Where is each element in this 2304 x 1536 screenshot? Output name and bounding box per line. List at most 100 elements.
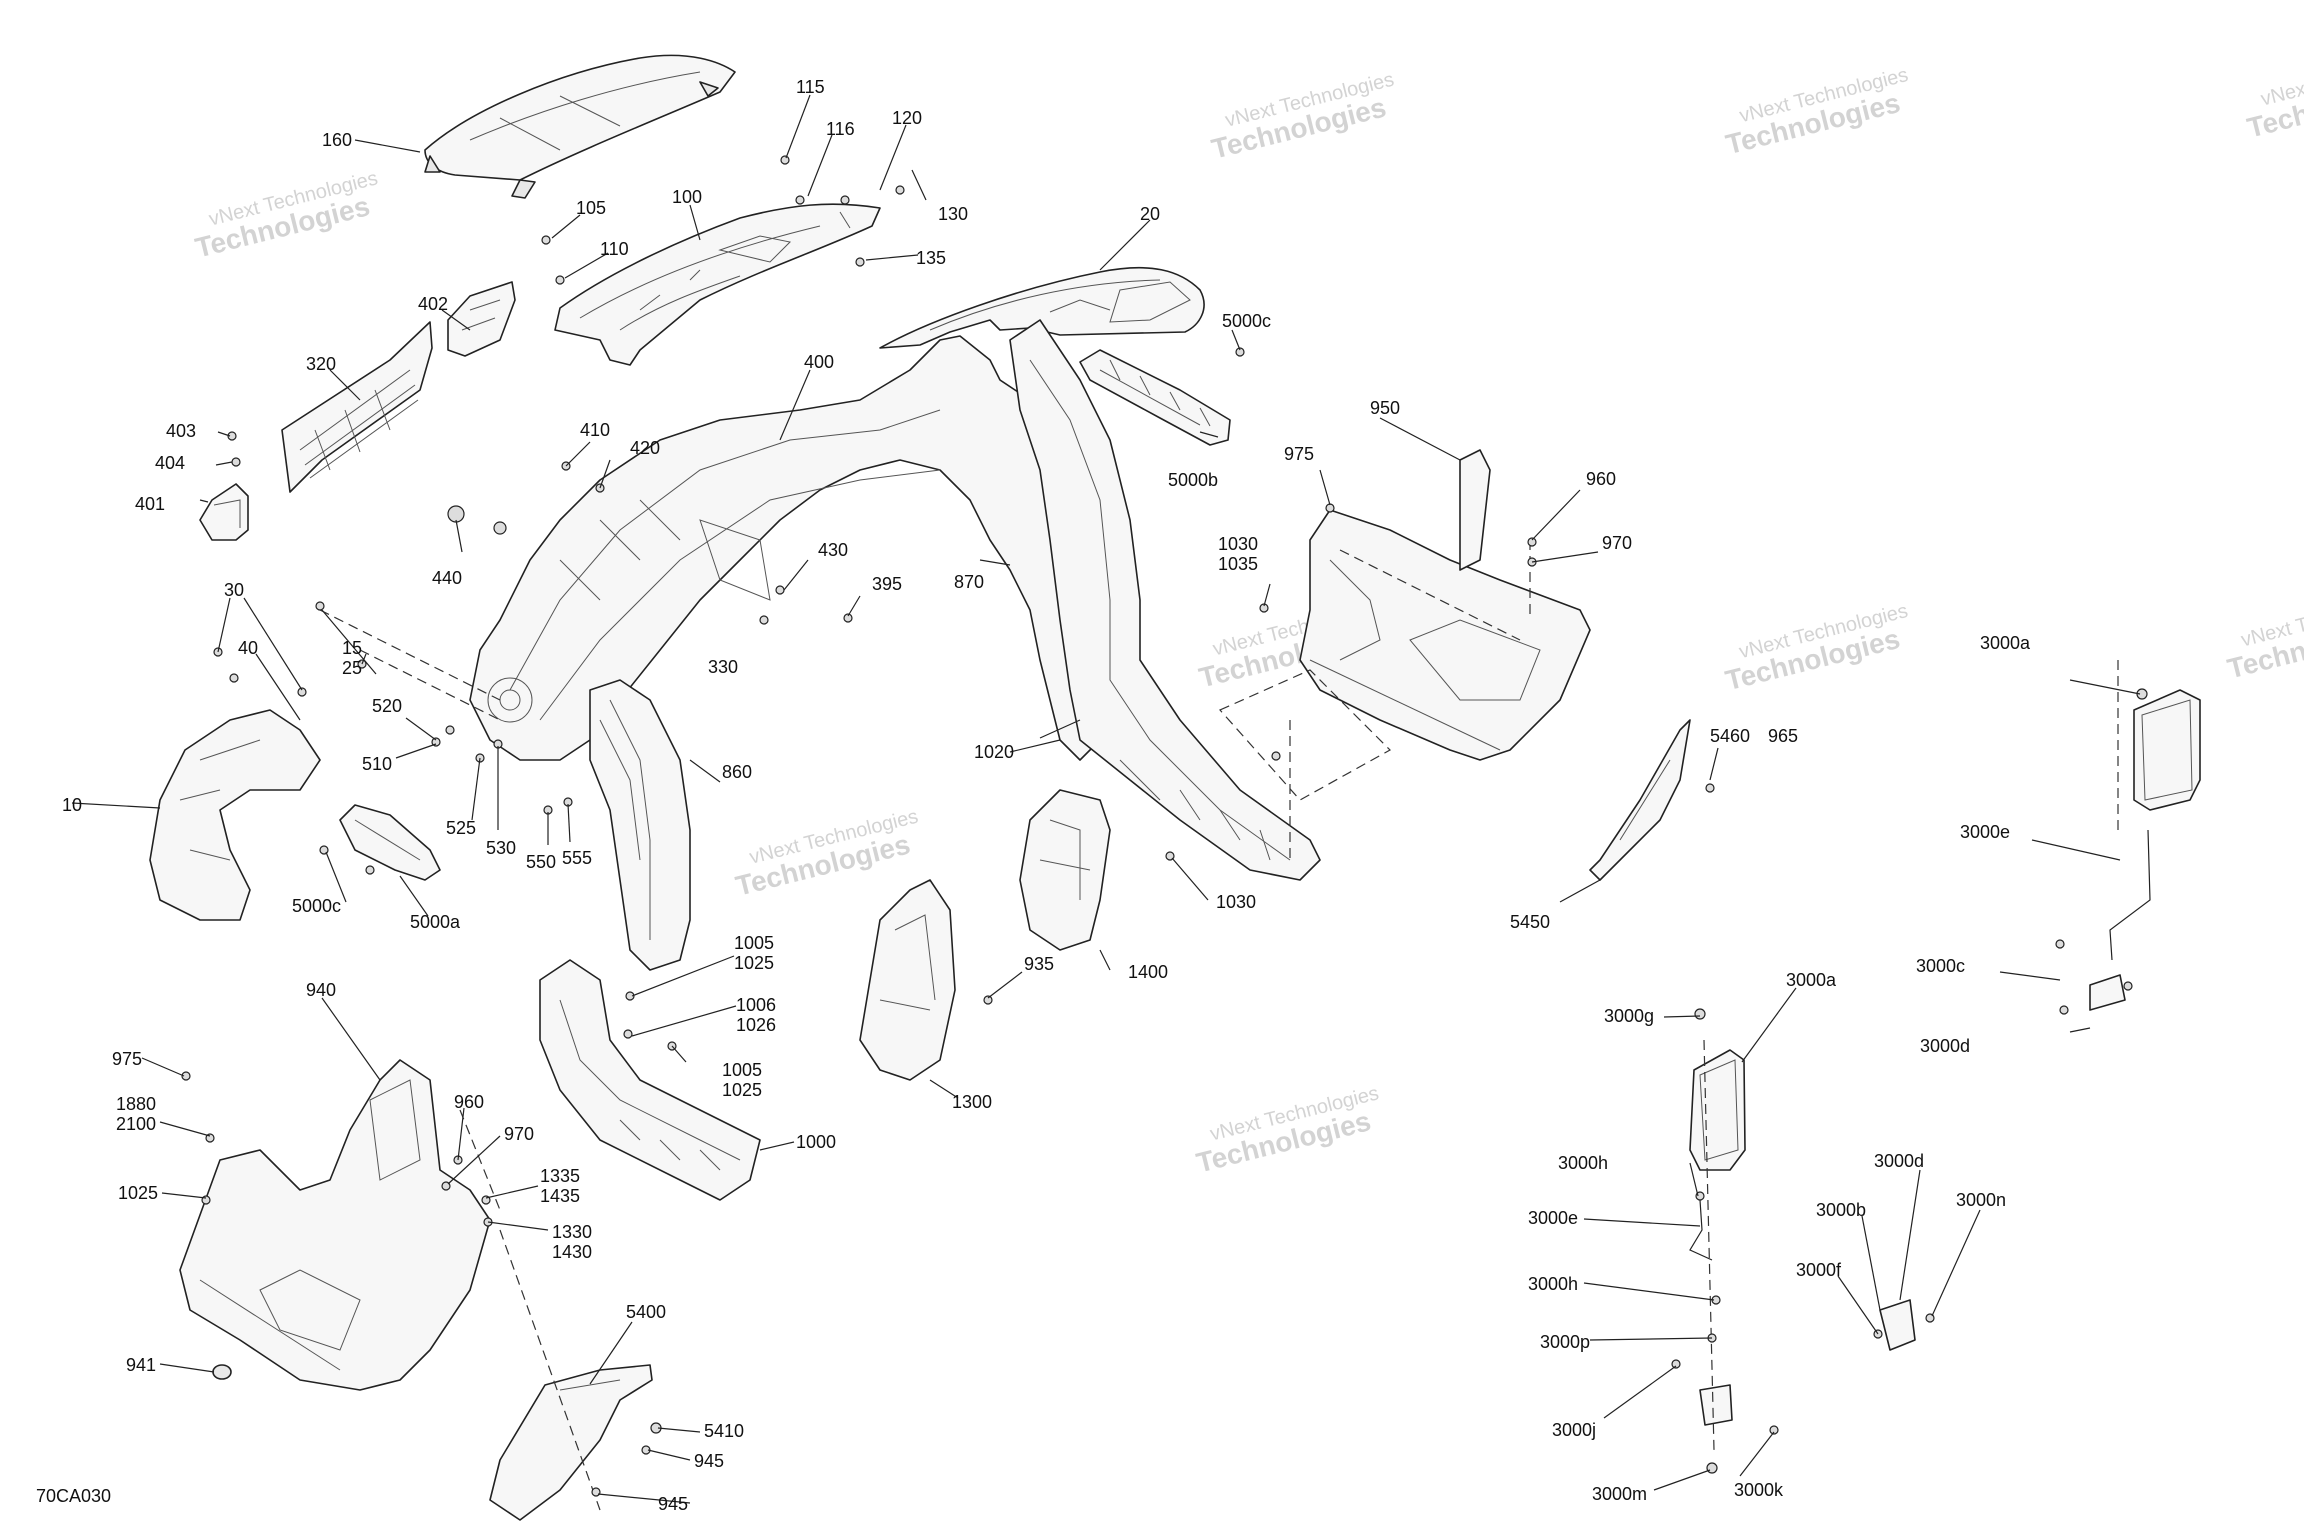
callout-label: 3000a bbox=[1786, 970, 1837, 990]
callout-label: 1400 bbox=[1128, 962, 1168, 982]
callout-label: 402 bbox=[418, 294, 448, 314]
callout-label: 1026 bbox=[736, 1015, 776, 1035]
callout-label: 3000f bbox=[1796, 1260, 1842, 1280]
callout-label: 3000e bbox=[1960, 822, 2010, 842]
callout-label: 3000a bbox=[1980, 633, 2031, 653]
part-5000a-trim bbox=[339, 804, 441, 881]
callout-label: 30 bbox=[224, 580, 244, 600]
callout-label: 870 bbox=[954, 572, 984, 592]
part-1000-rocker bbox=[539, 959, 761, 1201]
part-870-frame-leg bbox=[1009, 319, 1321, 881]
callout-label: 20 bbox=[1140, 204, 1160, 224]
callout-label: 115 bbox=[796, 77, 825, 97]
callout-label: 2100 bbox=[116, 1114, 156, 1134]
callout-label: 5410 bbox=[704, 1421, 744, 1441]
callout-label: 3000m bbox=[1592, 1484, 1647, 1504]
callout-label: 420 bbox=[630, 438, 660, 458]
callout-label: 550 bbox=[526, 852, 556, 872]
callout-label: 1335 bbox=[540, 1166, 580, 1186]
part-3000a-mirror-upper bbox=[2089, 689, 2201, 1011]
part-320-grille bbox=[281, 321, 433, 493]
callout-label: 5000c bbox=[1222, 311, 1271, 331]
callout-label: 1020 bbox=[974, 742, 1014, 762]
callout-label: 3000d bbox=[1874, 1151, 1924, 1171]
callout-label: 3000k bbox=[1734, 1480, 1784, 1500]
callout-label: 3000c bbox=[1916, 956, 1965, 976]
callout-label: 1030 bbox=[1216, 892, 1256, 912]
part-5000b-trim bbox=[1079, 349, 1231, 446]
callout-label: 1005 bbox=[734, 933, 774, 953]
callout-label: 520 bbox=[372, 696, 402, 716]
callout-label: 510 bbox=[362, 754, 392, 774]
callout-label: 401 bbox=[135, 494, 165, 514]
part-401-mount bbox=[199, 483, 249, 541]
callout-label: 1330 bbox=[552, 1222, 592, 1242]
part-950-footwell bbox=[1299, 449, 1591, 761]
part-3000a-mirror-lower bbox=[1689, 1049, 1916, 1426]
part-5450-plate bbox=[1589, 719, 1691, 881]
callout-label: 555 bbox=[562, 848, 592, 868]
callout-label: 3000b bbox=[1816, 1200, 1866, 1220]
diagram-code: 70CA030 bbox=[36, 1486, 111, 1506]
callout-label: 965 bbox=[1768, 726, 1798, 746]
callout-label: 1005 bbox=[722, 1060, 762, 1080]
part-860-side-leg bbox=[589, 679, 691, 971]
callout-label: 950 bbox=[1370, 398, 1400, 418]
callout-label: 975 bbox=[112, 1049, 142, 1069]
part-160-rear-lid bbox=[424, 54, 736, 199]
callout-label: 525 bbox=[446, 818, 476, 838]
callout-label: 1430 bbox=[552, 1242, 592, 1262]
callout-label: 10 bbox=[62, 795, 82, 815]
callout-label: 1025 bbox=[118, 1183, 158, 1203]
callout-label: 120 bbox=[892, 108, 922, 128]
callout-label: 3000h bbox=[1558, 1153, 1608, 1173]
leader-lines bbox=[71, 94, 2141, 1504]
callout-label: 970 bbox=[504, 1124, 534, 1144]
callout-label: 440 bbox=[432, 568, 462, 588]
callout-label: 945 bbox=[694, 1451, 724, 1471]
callout-label: 105 bbox=[576, 198, 606, 218]
callout-label: 940 bbox=[306, 980, 336, 1000]
callout-label: 1300 bbox=[952, 1092, 992, 1112]
callout-label: 1025 bbox=[722, 1080, 762, 1100]
callout-label: 40 bbox=[238, 638, 258, 658]
callout-label: 5000a bbox=[410, 912, 461, 932]
callout-label: 130 bbox=[938, 204, 968, 224]
callout-label: 1435 bbox=[540, 1186, 580, 1206]
callout-label: 3000p bbox=[1540, 1332, 1590, 1352]
callout-label: 430 bbox=[818, 540, 848, 560]
callout-label: 320 bbox=[306, 354, 336, 374]
part-10-corner-panel bbox=[149, 709, 321, 921]
callout-label: 530 bbox=[486, 838, 516, 858]
callout-label: 3000e bbox=[1528, 1208, 1578, 1228]
callout-label: 395 bbox=[872, 574, 902, 594]
callout-label: 5000c bbox=[292, 896, 341, 916]
part-5400-plate bbox=[489, 1364, 653, 1521]
callout-label: 1880 bbox=[116, 1094, 156, 1114]
callout-label: 5400 bbox=[626, 1302, 666, 1322]
callout-label: 330 bbox=[708, 657, 738, 677]
callout-label: 404 bbox=[155, 453, 185, 473]
callout-label: 1000 bbox=[796, 1132, 836, 1152]
callout-label: 15 bbox=[342, 638, 362, 658]
callout-label: 160 bbox=[322, 130, 352, 150]
part-100-upper-panel bbox=[554, 203, 881, 366]
callout-label: 110 bbox=[600, 239, 629, 259]
part-402-bracket bbox=[447, 281, 516, 357]
callout-label: 116 bbox=[826, 119, 855, 139]
callout-label: 25 bbox=[342, 658, 362, 678]
callout-label: 860 bbox=[722, 762, 752, 782]
callout-label: 1035 bbox=[1218, 554, 1258, 574]
callout-label: 945 bbox=[658, 1494, 688, 1514]
callout-label: 403 bbox=[166, 421, 196, 441]
callout-label: 410 bbox=[580, 420, 610, 440]
callout-label: 1030 bbox=[1218, 534, 1258, 554]
callout-label: 5450 bbox=[1510, 912, 1550, 932]
callout-label: 100 bbox=[672, 187, 702, 207]
callout-label: 3000d bbox=[1920, 1036, 1970, 1056]
callout-labels: 160 115 116 120 130 105 100 110 135 20 4… bbox=[62, 77, 2031, 1514]
part-20-top-cover bbox=[879, 266, 1205, 349]
callout-label: 960 bbox=[1586, 469, 1616, 489]
assembly-lines bbox=[319, 540, 2119, 1511]
callout-label: 135 bbox=[916, 248, 946, 268]
